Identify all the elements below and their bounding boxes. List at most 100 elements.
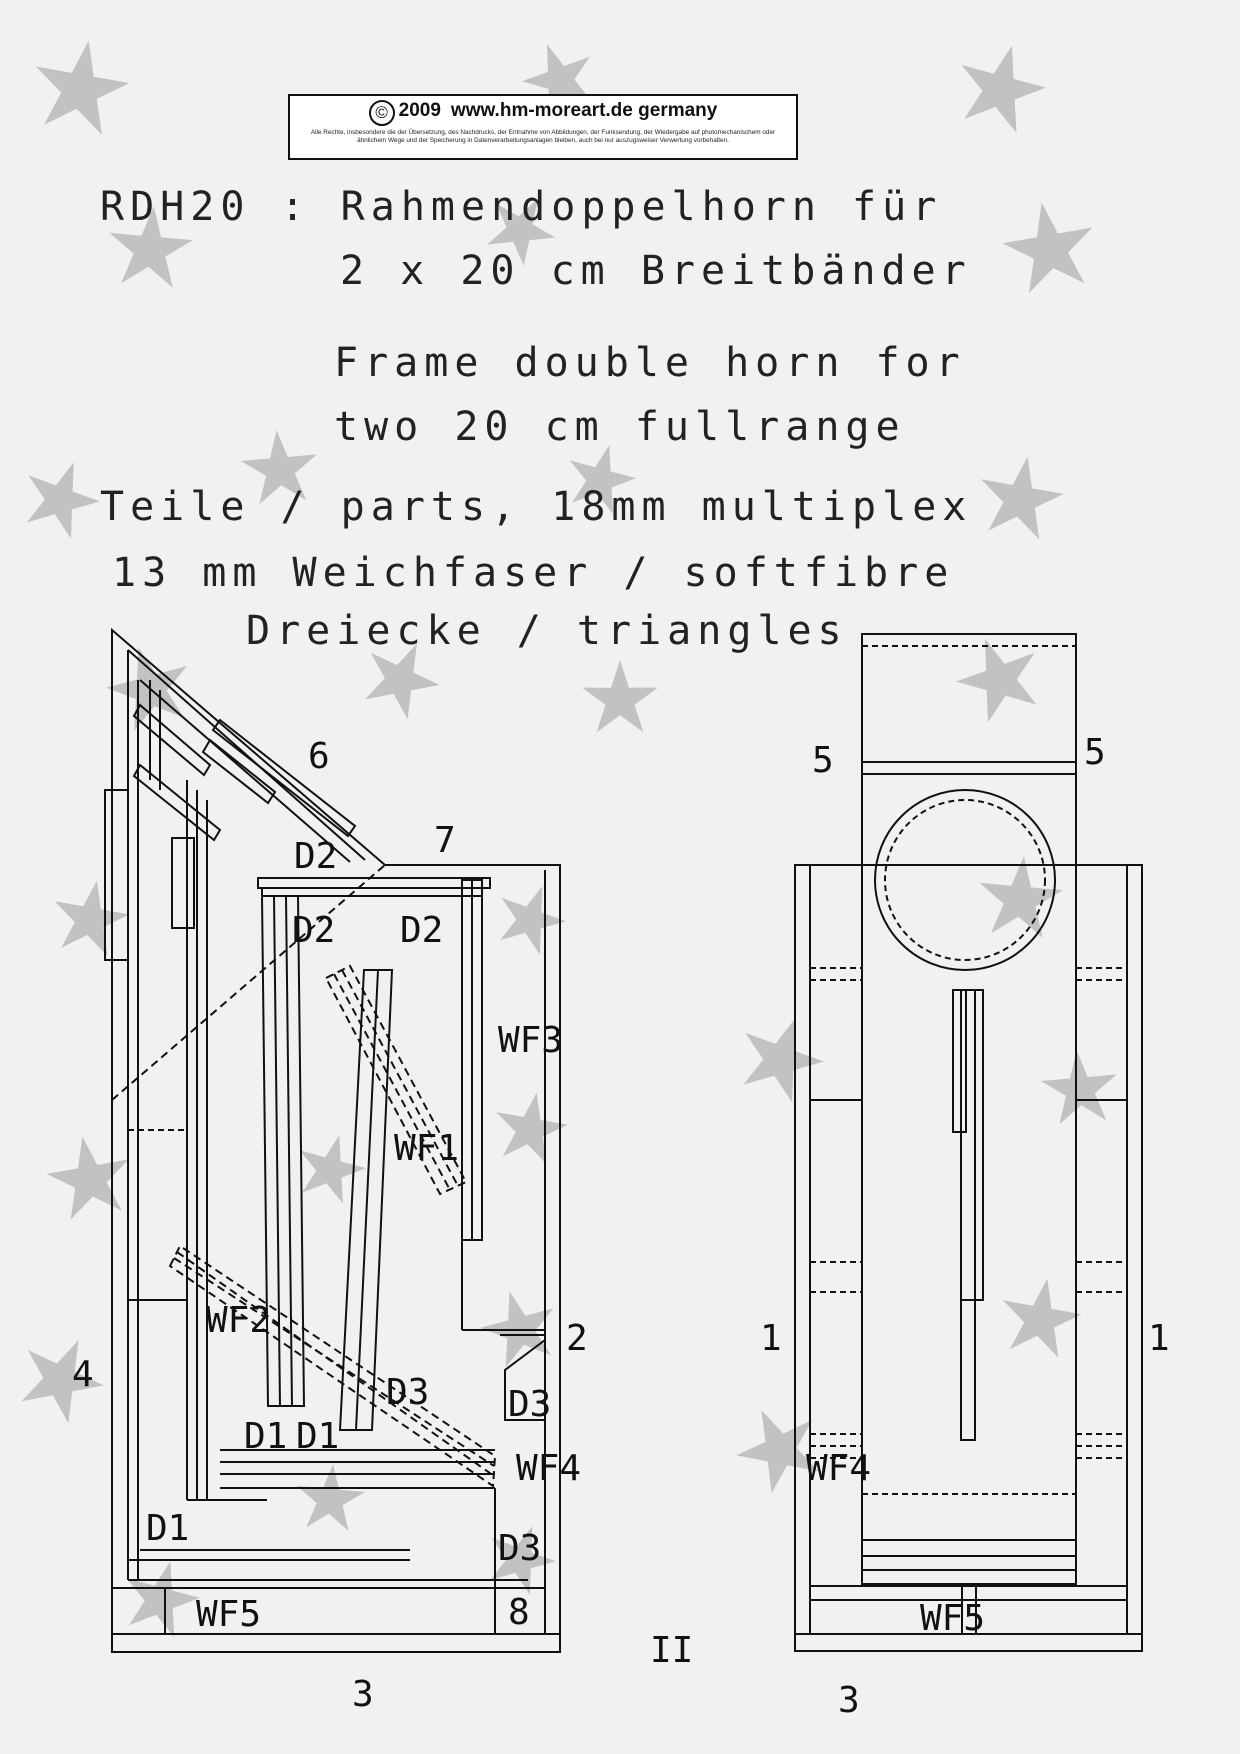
page-marker: II [650,1630,693,1671]
star-decoration [496,1092,568,1165]
copyright-box: ©2009 www.hm-moreart.de germany Alle Rech… [288,94,798,160]
legend-line-1: Teile / parts, 18mm multiplex [100,484,973,530]
horn-wall-center [338,969,394,1431]
label-part-4: 4 [72,1354,94,1395]
label-wf2: WF2 [206,1300,271,1341]
copyright-country: germany [638,100,718,121]
side-view-labels: 6 7 D2 D2 D2 WF3 WF1 WF2 D3 2 D3 4 D1 D1… [72,736,588,1715]
star-decoration [241,430,317,505]
driver-cutout-inner [884,799,1046,961]
star-decoration [490,1526,556,1595]
label-d3-low: D3 [498,1528,541,1569]
star-decoration [522,44,592,117]
label-part-8: 8 [508,1592,530,1633]
label-part-1-right: 1 [1148,1318,1170,1359]
star-decoration [21,1340,104,1424]
label-wf3: WF3 [498,1020,563,1061]
label-d1-b: D1 [296,1416,339,1457]
horn-wall-center-line [355,969,379,1431]
wf1-line-2 [341,969,459,1187]
part6-edge [127,649,366,861]
label-part-2: 2 [566,1318,588,1359]
star-decoration [299,1135,366,1204]
legend-line-2: 13 mm Weichfaser / softfibre [112,550,955,596]
driver-magnet [171,837,195,929]
front-view-labels: 5 5 1 1 WF4 WF5 3 [760,732,1170,1721]
legend-line-3: Dreiecke / triangles [246,608,848,654]
star-decoration [1041,1050,1117,1125]
section-line [111,864,386,1101]
label-wf1: WF1 [394,1128,459,1169]
part7-top-panel [257,877,491,889]
label-d2-right: D2 [400,910,443,951]
title-line-2: 2 x 20 cm Breitbänder [340,248,972,294]
label-d3-right: D3 [508,1384,551,1425]
star-decoration [500,886,566,955]
brace-1 [132,763,222,842]
star-decoration [54,880,130,956]
star-decoration [979,856,1063,938]
star-decoration [582,660,658,733]
part6-board-2 [201,738,277,805]
title-line-1: RDH20 : Rahmendoppelhorn für [100,184,943,230]
copyright-year: 2009 [398,100,441,121]
title-line-3: Frame double horn for [334,340,966,386]
label-part-5-left: 5 [812,740,834,781]
star-decoration [365,643,440,720]
label-part-6: 6 [308,736,330,777]
star-decoration [736,1410,819,1494]
label-part-3-side: 3 [352,1674,374,1715]
star-decoration [981,456,1064,540]
front-outer-frame [794,864,1143,1652]
label-d3-mid: D3 [386,1372,429,1413]
part6-board [211,718,357,838]
star-decoration [109,206,193,288]
star-decoration [296,1464,366,1531]
label-part-7: 7 [434,820,456,861]
center-brace [952,989,967,1133]
copyright-line: ©2009 www.hm-moreart.de germany [290,100,796,126]
front-baffle [861,633,1077,1585]
center-brace-3 [960,989,976,1441]
label-d1-low: D1 [146,1508,189,1549]
label-wf5-front: WF5 [920,1598,985,1639]
copyright-notice: Alle Rechte, insbesondere die der Überse… [310,129,776,144]
star-decoration [1002,202,1093,294]
side-outer-frame [111,627,561,1653]
star-decoration [487,198,556,266]
brace-2 [132,703,212,777]
wf2-line [173,1257,495,1467]
star-decoration [26,462,100,539]
part6-edge-2 [139,679,351,863]
label-part-5-right: 5 [1084,732,1106,773]
side-view-dashed [111,864,497,1488]
front-view-dashed [810,967,1127,1495]
side-view [104,627,561,1653]
label-d1-a: D1 [244,1416,287,1457]
star-decoration [961,45,1046,133]
star-decoration [743,1018,824,1103]
star-decoration [106,647,187,732]
label-wf5-side: WF5 [196,1594,261,1635]
title-line-4: two 20 cm fullrange [334,404,906,450]
star-decoration [956,638,1037,723]
label-part-1-left: 1 [760,1318,782,1359]
label-d2-top: D2 [294,836,337,877]
star-decoration [46,1136,129,1220]
triangle-d3 [500,1334,546,1421]
horn-wall-left-line [273,895,281,1407]
horn-wall-right [461,879,483,1241]
label-wf4-front: WF4 [806,1448,871,1489]
star-decoration [1002,1278,1082,1358]
copyright-symbol: © [368,100,395,126]
label-wf4-side: WF4 [516,1448,581,1489]
copyright-url: www.hm-moreart.de [450,100,633,121]
star-decoration [35,40,130,135]
part7-top-panel-2 [261,887,483,897]
label-part-3-front: 3 [838,1680,860,1721]
driver-side-plate [104,789,129,961]
driver-cutout [874,789,1056,971]
star-decoration [126,1561,200,1638]
